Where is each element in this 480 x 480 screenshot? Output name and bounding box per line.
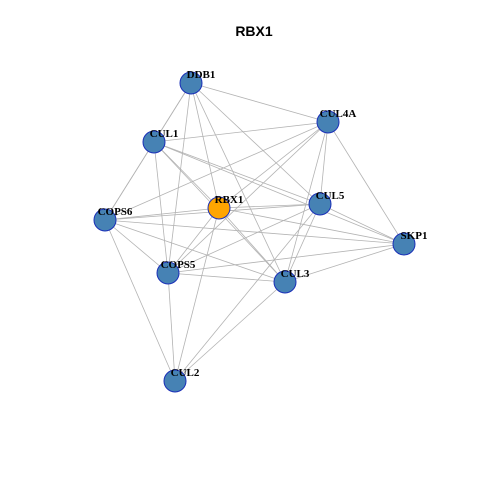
node-label-cul4a: CUL4A <box>320 108 357 120</box>
node-circle-cul5 <box>308 192 332 216</box>
graph-title: RBX1 <box>235 23 273 39</box>
node-cops6: COPS6 <box>93 206 133 232</box>
edge-cul5-skp1 <box>319 203 405 245</box>
edge-cul4a-skp1 <box>327 121 405 245</box>
edge-layer <box>104 82 405 382</box>
edge-cops5-cul3 <box>167 272 286 283</box>
edge-rbx1-cul5 <box>218 203 321 209</box>
edge-cul1-cops6 <box>104 141 155 221</box>
edge-rbx1-cops6 <box>104 207 220 221</box>
node-circle-cul2 <box>163 369 187 393</box>
node-label-cops5: COPS5 <box>161 259 196 271</box>
edge-cops6-cops5 <box>104 219 169 274</box>
node-label-cops6: COPS6 <box>98 206 133 218</box>
node-label-cul2: CUL2 <box>171 367 200 379</box>
node-circle-cops6 <box>93 208 117 232</box>
edge-cul4a-cul1 <box>153 121 329 143</box>
edge-skp1-cops5 <box>167 243 405 274</box>
node-ddb1: DDB1 <box>179 69 216 95</box>
edge-cul1-cul5 <box>153 141 321 205</box>
edge-cul5-cul3 <box>284 203 321 283</box>
node-cul5: CUL5 <box>308 190 345 216</box>
edge-cul4a-cul5 <box>319 121 329 205</box>
edge-cul4a-cops6 <box>104 121 329 221</box>
edge-cops6-cul3 <box>104 219 286 283</box>
edge-cops6-skp1 <box>104 219 405 245</box>
node-rbx1: RBX1 <box>207 194 244 220</box>
edge-ddb1-cul3 <box>190 82 286 283</box>
edge-ddb1-cul4a <box>190 82 329 123</box>
node-label-skp1: SKP1 <box>401 230 428 242</box>
node-circle-skp1 <box>392 232 416 256</box>
edge-cul4a-cops5 <box>167 121 329 274</box>
node-label-cul5: CUL5 <box>316 190 345 202</box>
edge-cul5-cops5 <box>167 203 321 274</box>
node-circle-ddb1 <box>179 71 203 95</box>
edge-cul1-skp1 <box>153 141 405 245</box>
edge-ddb1-cul5 <box>190 82 321 205</box>
edge-skp1-cul3 <box>284 243 405 283</box>
node-circle-cul1 <box>142 130 166 154</box>
node-circle-cul3 <box>273 270 297 294</box>
edge-rbx1-cul3 <box>218 207 286 283</box>
edge-cul1-cops5 <box>153 141 169 274</box>
edge-rbx1-cops5 <box>167 207 220 274</box>
node-circle-rbx1 <box>207 196 231 220</box>
node-label-ddb1: DDB1 <box>187 69 216 81</box>
node-label-cul3: CUL3 <box>281 268 310 280</box>
edge-cops5-cul2 <box>167 272 176 382</box>
node-label-rbx1: RBX1 <box>215 194 244 206</box>
node-circle-cops5 <box>156 261 180 285</box>
edge-ddb1-rbx1 <box>190 82 220 209</box>
node-circle-cul4a <box>316 110 340 134</box>
node-cul1: CUL1 <box>142 128 179 154</box>
edge-cul3-cul2 <box>174 281 286 382</box>
edge-ddb1-cops5 <box>167 82 192 274</box>
edge-cops6-cul2 <box>104 219 176 382</box>
node-cul4a: CUL4A <box>316 108 357 134</box>
node-cops5: COPS5 <box>156 259 196 285</box>
node-cul3: CUL3 <box>273 268 310 294</box>
edge-cul5-cul2 <box>174 203 321 382</box>
node-cul2: CUL2 <box>163 367 200 393</box>
node-skp1: SKP1 <box>392 230 428 256</box>
edge-rbx1-skp1 <box>218 207 405 245</box>
edge-cul4a-cul3 <box>284 121 329 283</box>
edge-cul4a-rbx1 <box>218 121 329 209</box>
edge-rbx1-cul2 <box>174 207 220 382</box>
node-label-cul1: CUL1 <box>150 128 179 140</box>
